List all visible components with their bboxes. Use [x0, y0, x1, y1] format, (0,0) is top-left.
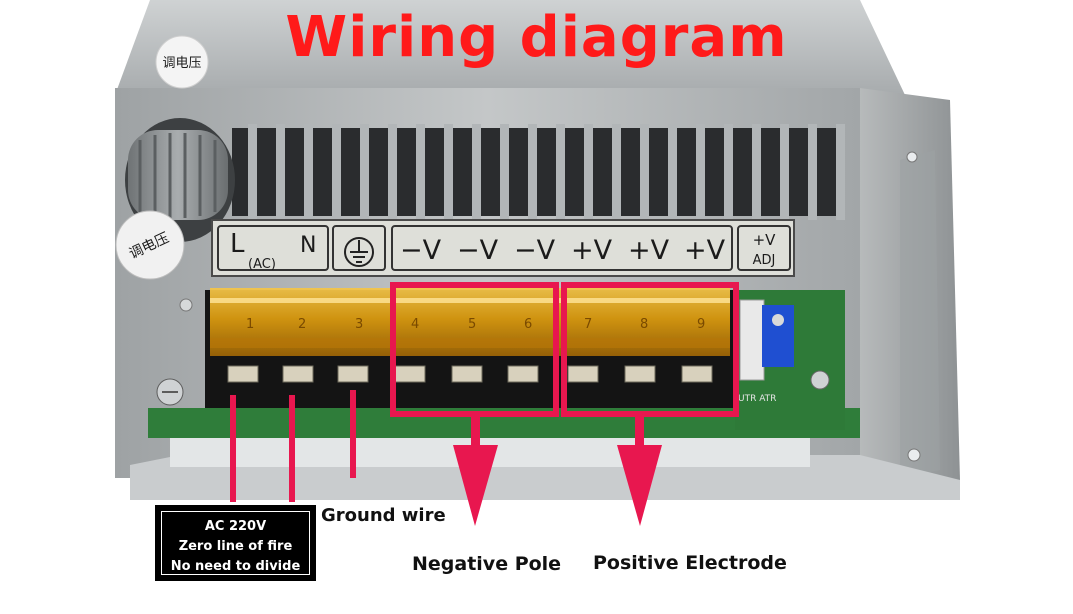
terminal-num-6: 6	[524, 317, 532, 332]
ac-wires	[230, 390, 356, 502]
positive-electrode-label: Positive Electrode	[593, 552, 787, 574]
diagram-title: Wiring diagram	[285, 5, 788, 70]
ac-input-note: AC 220V Zero line of fire No need to div…	[155, 505, 316, 581]
knob-sticker-top	[155, 35, 209, 89]
terminal-label-neg-2: −V	[457, 235, 499, 266]
ac-note-line-2: Zero line of fire	[178, 539, 293, 554]
terminal-num-7: 7	[584, 317, 592, 332]
terminal-label-panel: L N (AC) −V −V −V +V +V +V +V A	[211, 219, 795, 277]
terminal-num-5: 5	[468, 317, 476, 332]
terminal-label-neg-3: −V	[514, 235, 556, 266]
terminal-num-8: 8	[640, 317, 648, 332]
pcb-silkscreen: UTR ATR	[738, 394, 776, 404]
label-ac: (AC)	[248, 257, 276, 272]
terminal-num-2: 2	[298, 317, 306, 332]
knob-sticker-front	[115, 210, 185, 280]
terminal-numbers: 1 2 3 4 5 6 7 8 9	[246, 317, 705, 332]
positive-arrow	[617, 414, 662, 526]
ground-icon	[344, 237, 374, 267]
ac-note-line-1: AC 220V	[204, 519, 267, 534]
terminal-num-4: 4	[411, 317, 419, 332]
label-n: N	[300, 233, 316, 258]
chassis-top	[115, 0, 905, 95]
terminal-num-1: 1	[246, 317, 254, 332]
screw-terminals	[227, 365, 713, 383]
terminal-num-3: 3	[355, 317, 363, 332]
terminal-label-neg-1: −V	[400, 235, 442, 266]
ac-note-line-3: No need to divide	[170, 559, 301, 574]
negative-arrow	[453, 414, 498, 526]
vent-slots	[232, 124, 845, 220]
terminal-label-pos-2: +V	[628, 235, 670, 266]
terminal-label-pos-3: +V	[684, 235, 726, 266]
terminal-num-9: 9	[697, 317, 705, 332]
label-l: L	[230, 229, 245, 259]
adj-label-bottom: ADJ	[753, 253, 776, 268]
positive-group-highlight	[561, 282, 739, 417]
terminal-cover	[210, 288, 730, 356]
knob-sticker-top-text: 调电压	[162, 56, 201, 71]
ground-wire-label: Ground wire	[321, 505, 446, 526]
adj-label-top: +V	[753, 231, 777, 249]
negative-pole-label: Negative Pole	[412, 553, 562, 575]
terminal-label-pos-1: +V	[571, 235, 613, 266]
